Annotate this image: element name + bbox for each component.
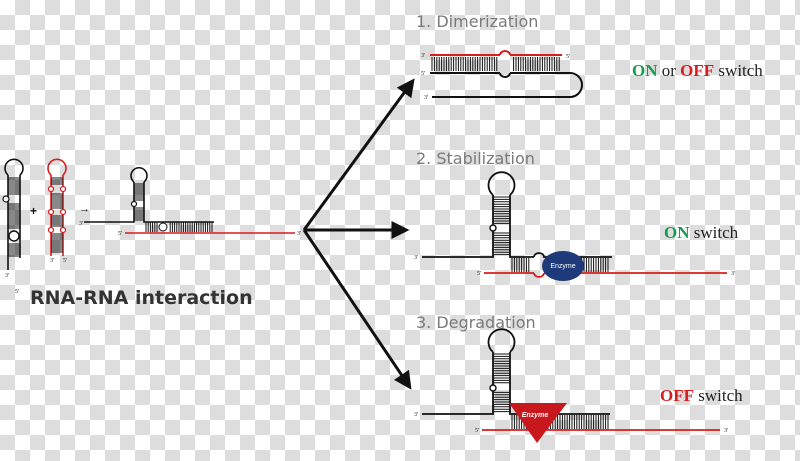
switch-label: OFF switch — [660, 386, 743, 405]
arrow-to-degradation — [302, 229, 412, 390]
step-stabilization: 2. Stabilization 3' 5' 3' Enzyme ON swit… — [414, 149, 739, 281]
step-title: 3. Degradation — [416, 313, 536, 332]
on-label: ON — [664, 223, 690, 242]
five-prime-label: 5' — [118, 231, 122, 237]
off-label: OFF — [660, 386, 694, 405]
step-dimerization: 1. Dimerization 3' 5' 5' 3' ON or OFF sw… — [416, 12, 763, 101]
five-prime-label: 5' — [475, 428, 479, 434]
five-prime-label: 5' — [421, 71, 425, 77]
step-degradation: 3. Degradation 3' 5' 3' Enzyme OFF switc… — [414, 313, 743, 443]
three-prime-label: 3' — [421, 53, 425, 59]
switch-suffix: switch — [690, 223, 739, 242]
three-prime-label: 3' — [414, 255, 418, 261]
internal-loop — [8, 230, 20, 242]
branch-arrows — [302, 78, 415, 390]
bulge — [2, 195, 10, 203]
reaction-arrow: → — [79, 203, 90, 215]
switch-suffix: switch — [694, 386, 743, 405]
three-prime-label: 3' — [731, 271, 735, 277]
three-prime-label: 3' — [297, 231, 301, 237]
five-prime-label: 5' — [477, 271, 481, 277]
switch-label: ON switch — [664, 223, 739, 242]
switch-label: ON or OFF switch — [632, 61, 763, 80]
enzyme-label: Enzyme — [522, 412, 549, 419]
three-prime-label: 3' — [5, 273, 9, 279]
enzyme-ellipse — [542, 251, 584, 281]
five-prime-label: 5' — [566, 54, 570, 60]
off-label: OFF — [680, 61, 714, 80]
plus-sign: + — [30, 204, 37, 218]
three-prime-label: 3' — [424, 95, 428, 101]
connector-label: or — [658, 61, 681, 80]
three-prime-label: 3' — [79, 221, 83, 227]
enzyme-label: Enzyme — [550, 263, 575, 270]
main-title: RNA-RNA interaction — [30, 287, 253, 309]
on-label: ON — [632, 61, 658, 80]
three-prime-label: 3' — [50, 258, 54, 264]
step-title: 1. Dimerization — [416, 12, 538, 31]
five-prime-label: 5' — [63, 258, 67, 264]
switch-suffix: switch — [714, 61, 763, 80]
step-title: 2. Stabilization — [416, 149, 535, 168]
antisense-rna-hairpin: 3' 5' — [47, 158, 67, 264]
enzyme-triangle — [509, 403, 567, 443]
rna-rna-complex: 3' 5' 3' — [79, 167, 301, 237]
five-prime-label: 5' — [15, 289, 19, 295]
sense-rna-hairpin: 3' 5' — [2, 158, 24, 295]
arrow-to-dimerization — [302, 78, 415, 231]
three-prime-label: 3' — [414, 412, 418, 418]
three-prime-label: 3' — [724, 428, 728, 434]
